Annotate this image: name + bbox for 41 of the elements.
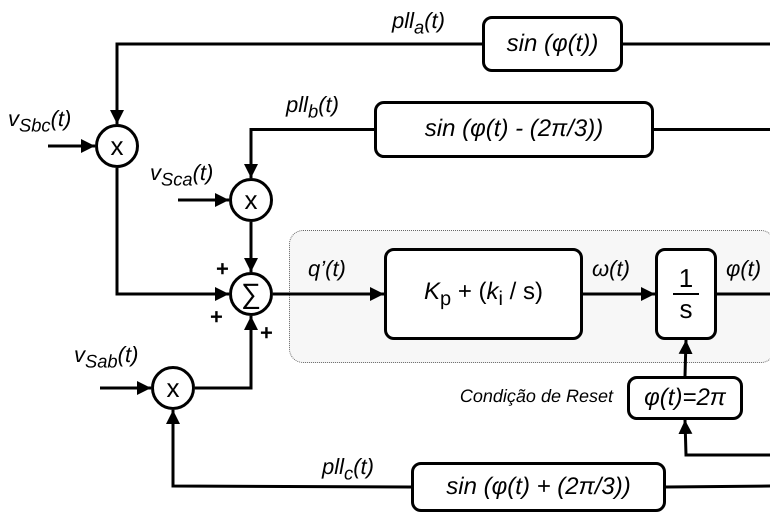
sign-label: + — [216, 258, 229, 280]
reset-condition-box: φ(t)=2π — [627, 376, 743, 420]
multiplier-circle: x — [95, 124, 139, 168]
signal-label: v$_{Sca}$(t) — [150, 162, 214, 189]
signal-label: pll$_{a}$(t) — [392, 10, 445, 37]
integrator-box: 1 s — [655, 248, 717, 340]
arrow — [583, 287, 655, 301]
signal-label: q’(t) — [308, 258, 346, 280]
connector-line — [666, 484, 770, 488]
signal-label: φ(t) — [726, 258, 762, 280]
signal-label: pll$_{c}$(t) — [322, 456, 374, 483]
arrow — [244, 222, 258, 272]
signal-label: v$_{Sab}$(t) — [74, 344, 138, 371]
summing-junction: ∑ — [229, 272, 273, 316]
signal-label: pll$_{b}$(t) — [286, 94, 339, 121]
sign-label: + — [260, 322, 273, 344]
pi-controller-box: K$_{p}$ + (k$_{i}$ / s) — [384, 248, 583, 340]
controller-region — [289, 230, 770, 363]
arrow — [110, 42, 482, 124]
signal-label: ω(t) — [592, 258, 630, 280]
arrow — [100, 381, 151, 395]
arrow — [178, 193, 229, 207]
arrow — [195, 316, 258, 390]
multiplier-circle: x — [151, 366, 195, 410]
arrow — [678, 420, 770, 456]
signal-label: v$_{Sbc}$(t) — [8, 108, 72, 135]
sine-function-box: sin (φ(t) - (2π/3)) — [374, 101, 654, 158]
multiplier-circle: x — [229, 178, 273, 222]
arrow — [116, 168, 229, 301]
arrow — [678, 340, 693, 376]
connector-line — [717, 292, 770, 296]
arrow — [166, 410, 411, 488]
connector-line — [654, 128, 770, 131]
arrow — [273, 287, 384, 301]
arrow — [244, 128, 374, 178]
sine-function-box: sin (φ(t) + (2π/3)) — [411, 462, 666, 512]
arrow — [48, 139, 95, 153]
connector-line — [623, 42, 770, 46]
caption-text: Condição de Reset — [460, 386, 613, 407]
sine-function-box: sin (φ(t)) — [482, 16, 623, 72]
sign-label: + — [210, 306, 223, 328]
